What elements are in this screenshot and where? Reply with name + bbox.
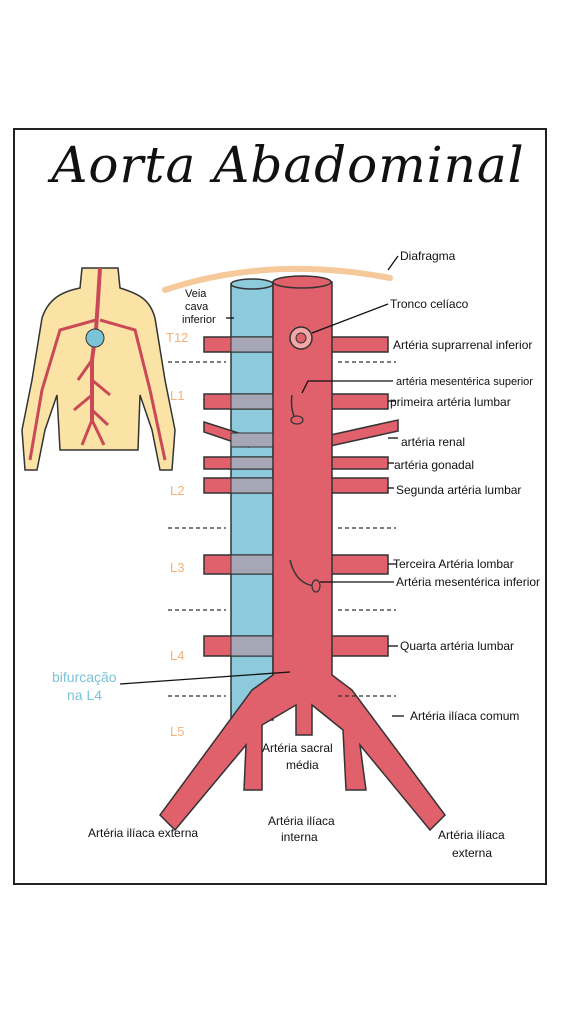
vertebra-l5: L5 — [170, 724, 184, 739]
label-iliaca-externa-right-1: Artéria ilíaca — [438, 828, 505, 842]
label-bifurcacao-2: na L4 — [67, 687, 102, 703]
vertebral-segments — [230, 336, 274, 657]
label-quarta-lombar: Quarta artéria lumbar — [400, 639, 514, 653]
label-tronco-celiaco: Tronco celíaco — [390, 297, 469, 311]
label-gonadal: artéria gonadal — [394, 458, 474, 472]
label-suprarrenal: Artéria suprarrenal inferior — [393, 338, 532, 352]
label-iliaca-interna-2: interna — [281, 830, 318, 844]
diaphragm — [162, 265, 393, 293]
label-diafragma: Diafragma — [400, 249, 456, 263]
vertebra-labels: T12 L1 L2 L3 L4 L5 — [166, 330, 188, 739]
label-veia-cava-1: Veia — [185, 288, 207, 300]
vertebra-l4: L4 — [170, 648, 184, 663]
vertebra-l3: L3 — [170, 560, 184, 575]
label-sacral-1: Artéria sacral — [262, 741, 333, 755]
vertebra-l1: L1 — [170, 388, 184, 403]
label-iliaca-externa-right-2: externa — [452, 846, 492, 860]
celiac-trunk-lumen — [295, 332, 307, 344]
label-iliaca-interna-1: Artéria ilíaca — [268, 814, 335, 828]
label-primeira-lombar: primeira artéria lumbar — [390, 395, 511, 409]
label-iliaca-comum: Artéria ilíaca comum — [410, 709, 519, 723]
label-segunda-lombar: Segunda artéria lumbar — [396, 483, 521, 497]
vertebra-t12: T12 — [166, 330, 188, 345]
label-veia-cava-3: inferior — [182, 314, 216, 326]
vertebra-l2: L2 — [170, 483, 184, 498]
label-bifurcacao-1: bifurcação — [52, 669, 117, 685]
label-terceira-lombar: Terceira Artéria lombar — [393, 557, 514, 571]
vertebra-dividers — [168, 361, 396, 697]
label-renal: artéria renal — [401, 435, 465, 449]
label-veia-cava-2: cava — [185, 301, 209, 313]
label-mesenterica-superior: artéria mesentérica superior — [396, 376, 533, 388]
leader-lines — [119, 255, 404, 717]
page-title: Aorta Abadominal — [51, 136, 525, 194]
label-sacral-2: média — [286, 758, 319, 772]
label-mesenterica-inferior: Artéria mesentérica inferior — [396, 575, 540, 589]
body-thumbnail — [21, 267, 176, 471]
label-iliaca-externa-left: Artéria ilíaca externa — [88, 826, 198, 840]
aorta — [159, 275, 446, 832]
